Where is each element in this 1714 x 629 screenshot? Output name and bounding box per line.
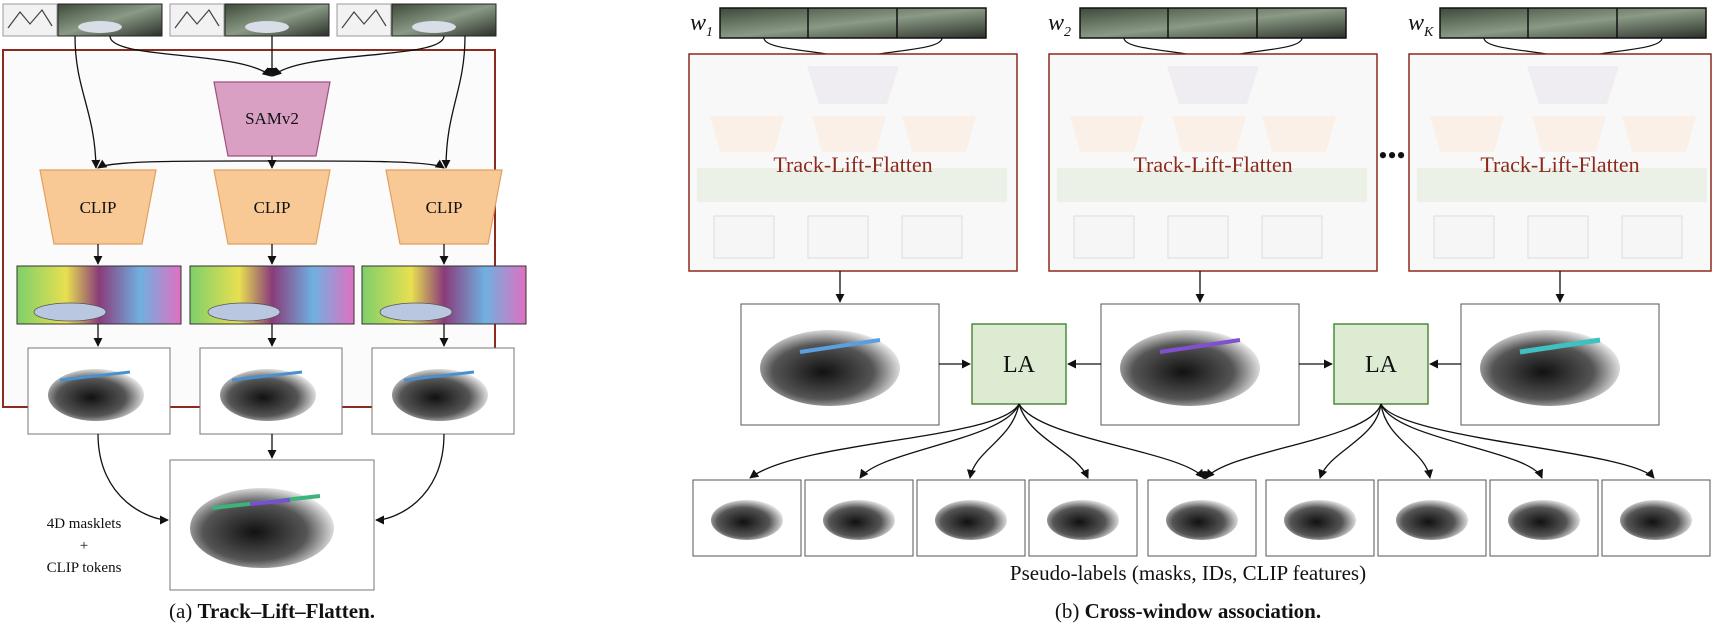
pseudo-label-8 <box>1489 479 1599 557</box>
pseudo-label-5 <box>1147 479 1257 557</box>
pseudo-label-7 <box>1377 479 1487 557</box>
window-label-1: w1 <box>690 10 713 40</box>
input-frames-a <box>2 3 497 37</box>
la-label-1: LA <box>1003 352 1036 378</box>
ellipsis: ••• <box>1378 141 1405 170</box>
input-pair-2 <box>169 3 330 37</box>
window-1: w1 Track-Lift-Flatten <box>688 7 1018 272</box>
window-cloud-k <box>1460 303 1660 426</box>
sam-block <box>213 81 331 157</box>
pseudo-labels-caption: Pseudo-labels (masks, IDs, CLIP features… <box>1010 561 1366 585</box>
pseudo-label-1 <box>692 479 802 557</box>
pseudo-label-row <box>692 479 1711 557</box>
segmentation-image-1 <box>16 265 182 325</box>
input-pair-3 <box>336 3 497 37</box>
segmentation-image-3 <box>361 265 527 325</box>
panel-b: w1 Track-Lift-Flatten w2 <box>688 7 1712 623</box>
tlf-label-1: Track-Lift-Flatten <box>773 152 932 177</box>
input-pair-1 <box>2 3 163 37</box>
clip-block-2: CLIP <box>213 169 331 245</box>
window-frames-k <box>1439 7 1707 39</box>
window-label-2: w2 <box>1048 10 1071 40</box>
clip-label: CLIP <box>254 198 291 217</box>
window-frames-1 <box>719 7 987 39</box>
clip-label: CLIP <box>426 198 463 217</box>
pseudo-label-6 <box>1265 479 1375 557</box>
panel-a: SAMv2 CLIP CLIP CLIP <box>2 3 527 623</box>
tlf-label-2: Track-Lift-Flatten <box>1133 152 1292 177</box>
output-label-line3: CLIP tokens <box>47 560 122 576</box>
tlf-label-k: Track-Lift-Flatten <box>1480 152 1639 177</box>
window-frames-2 <box>1079 7 1347 39</box>
caption-b-bold: Cross-window association. <box>1085 599 1321 623</box>
point-cloud-1 <box>27 347 171 435</box>
caption-a-prefix: (a) <box>169 599 198 623</box>
window-cloud-1 <box>740 303 940 426</box>
clip-block-3: CLIP <box>385 169 503 245</box>
output-label-line1: 4D masklets <box>47 516 122 532</box>
caption-b: (b) Cross-window association. <box>1055 599 1321 623</box>
pseudo-label-9 <box>1601 479 1711 557</box>
clip-block-1: CLIP <box>39 169 157 245</box>
aggregated-point-cloud <box>169 459 375 591</box>
pseudo-label-4 <box>1028 479 1138 557</box>
caption-a-bold: Track–Lift–Flatten. <box>198 599 376 623</box>
window-2: w2 Track-Lift-Flatten <box>1048 7 1378 272</box>
pseudo-label-2 <box>804 479 914 557</box>
sam-label: SAMv2 <box>245 109 299 128</box>
la-label-2: LA <box>1365 352 1398 378</box>
point-cloud-3 <box>371 347 515 435</box>
caption-b-prefix: (b) <box>1055 599 1085 623</box>
pseudo-label-3 <box>916 479 1026 557</box>
point-cloud-2 <box>199 347 343 435</box>
window-cloud-2 <box>1100 303 1300 426</box>
window-k: wK Track-Lift-Flatten <box>1408 7 1712 272</box>
segmentation-image-2 <box>189 265 355 325</box>
output-label-line2: + <box>80 538 88 554</box>
la-block-1: LA <box>971 323 1067 405</box>
clip-label: CLIP <box>80 198 117 217</box>
window-label-k: wK <box>1408 10 1434 40</box>
la-block-2: LA <box>1333 323 1429 405</box>
caption-a: (a) Track–Lift–Flatten. <box>169 599 375 623</box>
